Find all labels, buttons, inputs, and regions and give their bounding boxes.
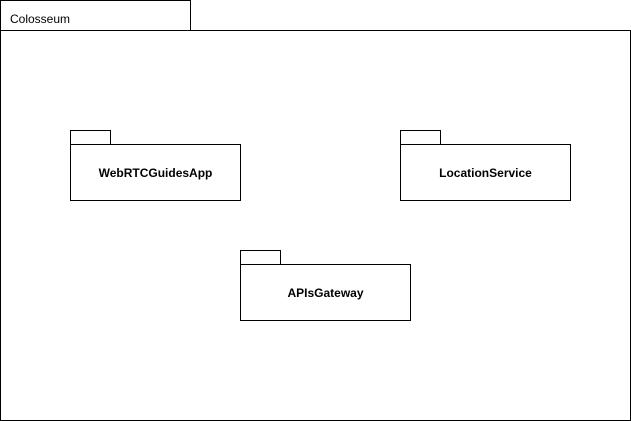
outer-package-tab [0, 0, 191, 31]
package-tab [70, 130, 111, 145]
outer-package-body [0, 30, 631, 421]
package-apis-gateway[interactable]: APIsGateway [240, 250, 411, 321]
outer-package-label: Colosseum [10, 12, 70, 26]
package-label: APIsGateway [287, 286, 363, 300]
package-body [400, 144, 571, 201]
package-webrtc-guides-app[interactable]: WebRTCGuidesApp [70, 130, 241, 201]
package-body [70, 144, 241, 201]
package-location-service[interactable]: LocationService [400, 130, 571, 201]
package-label: LocationService [439, 166, 532, 180]
package-body [240, 264, 411, 321]
package-label: WebRTCGuidesApp [99, 166, 213, 180]
package-tab [240, 250, 281, 265]
package-tab [400, 130, 441, 145]
